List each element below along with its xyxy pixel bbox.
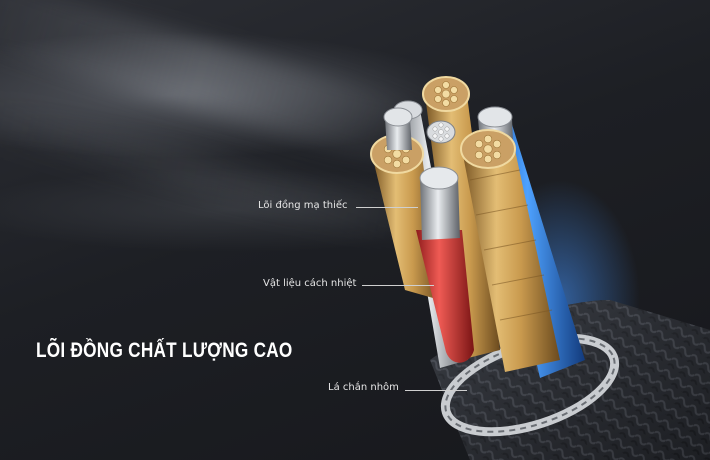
callout-shield-label: Lá chắn nhôm [328, 382, 399, 393]
callout-core-leader [356, 207, 418, 208]
callout-insulation-leader [362, 285, 434, 286]
callout-core-label: Lõi đồng mạ thiếc [258, 200, 348, 211]
callout-insulation-label: Vật liệu cách nhiệt [263, 278, 357, 289]
callout-shield-leader [405, 390, 467, 391]
copper-bundle-right [462, 150, 560, 372]
copper-bundle-top [425, 95, 500, 360]
headline: LÕI ĐỒNG CHẤT LƯỢNG CAO [36, 339, 293, 362]
red-insulated-wire [416, 230, 474, 363]
